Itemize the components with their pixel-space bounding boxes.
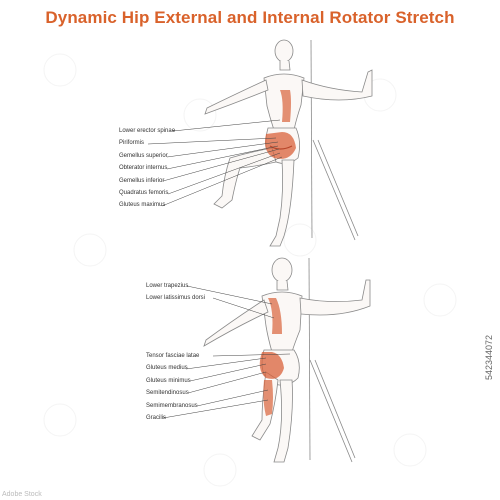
muscle-label: Gluteus minimus [146, 377, 191, 384]
wall-floor-line-1b [317, 139, 359, 237]
lats-muscle-2 [268, 298, 282, 334]
wall-floor-line-2b [314, 359, 356, 459]
page-title: Dynamic Hip External and Internal Rotato… [45, 8, 455, 27]
figure-bottom [203, 257, 371, 463]
erector-spinae-muscle-1 [280, 90, 291, 122]
neck-2 [276, 280, 289, 291]
muscle-label: Obterator internus [119, 165, 168, 172]
leader-lines-top [147, 119, 283, 207]
muscle-label: Gluteus medius [146, 365, 188, 372]
standing-leg-1 [269, 159, 295, 247]
leader-lines-bottom [162, 285, 291, 419]
muscle-label: Lower trapezius [146, 283, 189, 289]
right-arm-2 [299, 279, 371, 316]
right-arm-1 [301, 69, 373, 101]
left-arm-2 [203, 299, 269, 347]
muscle-label: Gluteus maximus [119, 202, 166, 209]
head-1 [274, 39, 294, 63]
neck-1 [279, 60, 291, 71]
torso-2 [261, 291, 303, 353]
muscle-label: Piriformis [119, 140, 144, 147]
muscle-label: Semitendinosus [146, 390, 189, 397]
watermark-text: Adobe Stock [2, 491, 42, 498]
wall-floor-line-1 [312, 139, 356, 241]
muscles-top [265, 90, 296, 159]
watermark-pattern [43, 53, 457, 487]
figure-top [204, 39, 373, 247]
muscle-label: Quadratus femoris [119, 190, 169, 196]
muscle-label: Gemellus inferior [119, 177, 165, 184]
standing-leg-2 [273, 379, 293, 463]
muscle-label: Semimembranosus [146, 402, 198, 409]
head-2 [271, 257, 293, 283]
rotator-detail-1 [269, 145, 293, 150]
wall-line-2 [308, 257, 311, 461]
hip-rotator-muscles-1 [265, 132, 296, 159]
muscle-label: Lower erector spinae [119, 128, 176, 134]
muscle-label: Lower latissimus dorsi [146, 295, 206, 302]
muscle-label: Gemellus superior [119, 152, 168, 159]
muscle-label: Gracilis [146, 415, 167, 421]
muscle-label: Tensor fasciae latae [146, 353, 200, 359]
stock-id: 542344072 [484, 334, 494, 380]
wall-floor-line-2 [309, 359, 353, 463]
wall-line-1 [310, 39, 313, 239]
hamstring-muscle-2 [263, 380, 273, 416]
left-arm-1 [204, 79, 269, 115]
raised-leg-1 [213, 147, 277, 209]
